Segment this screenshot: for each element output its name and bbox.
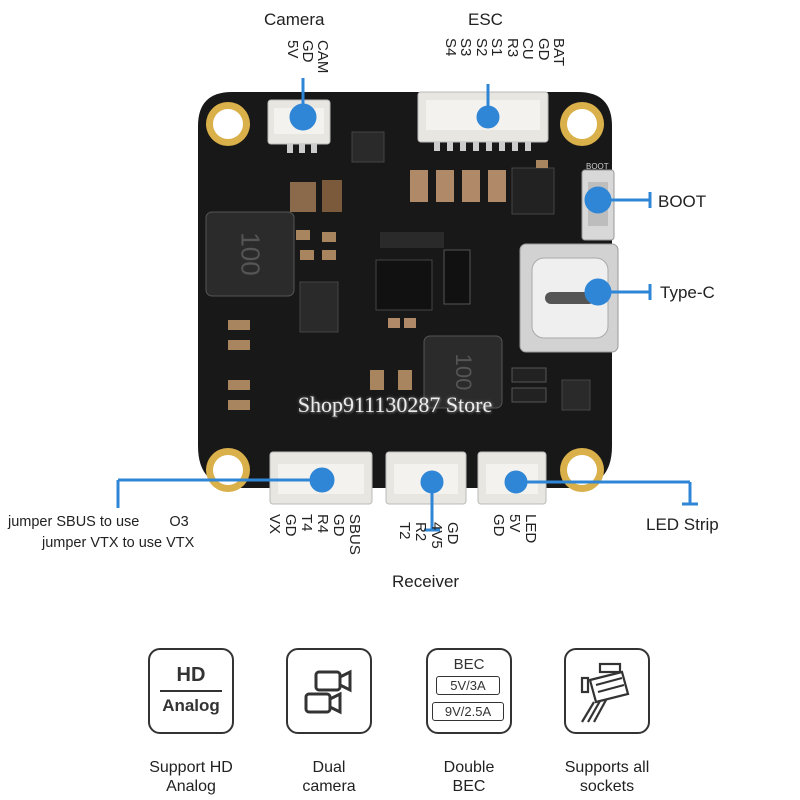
- caption-line: Support HD: [149, 759, 233, 776]
- pin-label-gd: GD: [490, 514, 507, 537]
- jumper-note-1-text: jumper SBUS to use: [8, 514, 140, 530]
- boot-silk-text: BOOT: [586, 162, 609, 171]
- esc-label: ESC: [468, 10, 503, 29]
- pin-label-s3: S3: [457, 38, 474, 57]
- pin-label-gd: GD: [282, 514, 299, 537]
- pin-label-gd: GD: [299, 40, 316, 63]
- analog-text: Analog: [162, 696, 220, 715]
- mount-hole-tl: [206, 102, 250, 146]
- jumper-note-1-suffix: O3: [169, 514, 189, 530]
- receiver-label: Receiver: [392, 572, 460, 591]
- caption-line: camera: [302, 778, 356, 795]
- double-bec-caption: Double BEC: [404, 758, 534, 796]
- pin-label-4v5: 4V5: [428, 522, 445, 549]
- bec-5v-text: 5V/3A: [436, 676, 500, 695]
- mount-hole-bl: [206, 448, 250, 492]
- pin-label-s2: S2: [472, 38, 490, 57]
- pin-label-r2: R2: [412, 522, 429, 542]
- usb-c-port: [519, 243, 619, 353]
- pin-label-vx: VX: [266, 514, 283, 535]
- pin-label-gd: GD: [534, 38, 552, 61]
- caption-line: sockets: [579, 778, 635, 795]
- pin-label-t4: T4: [298, 514, 315, 532]
- camera-label: Camera: [264, 10, 325, 29]
- caption-line: BEC: [452, 778, 486, 795]
- hd-analog-feature: HD Analog: [148, 648, 234, 734]
- inductor-center: [423, 335, 503, 409]
- caption-line: Dual: [312, 759, 346, 776]
- pin-label-bat: BAT: [550, 38, 567, 67]
- inductor-center-text: 100: [451, 353, 476, 391]
- type-c-label: Type-C: [660, 283, 715, 302]
- mount-hole-br: [560, 448, 604, 492]
- pin-label-gd: GD: [444, 522, 461, 545]
- store-watermark: Shop911130287 Store: [297, 392, 493, 417]
- led-strip-label: LED Strip: [646, 515, 719, 534]
- boot-label: BOOT: [658, 192, 707, 211]
- sockets-feature: [564, 648, 650, 734]
- pin-label-r3: R3: [503, 38, 521, 58]
- sockets-caption: Supports all sockets: [542, 758, 672, 796]
- inductor-left: [205, 211, 295, 297]
- pin-label-r4: R4: [314, 514, 331, 534]
- sockets-icon: [580, 662, 630, 723]
- pin-label-cu: CU: [519, 38, 536, 60]
- pin-label-t2: T2: [396, 522, 413, 540]
- bec-9v-text: 9V/2.5A: [432, 702, 504, 721]
- pin-label-led: LED: [522, 514, 539, 544]
- pin-label-cam: CAM: [314, 40, 331, 74]
- mount-hole-tr: [560, 102, 604, 146]
- pin-label-5v: 5V: [506, 514, 523, 533]
- inductor-left-text: 100: [235, 232, 266, 276]
- hd-analog-icon: HD Analog: [150, 650, 232, 732]
- double-bec-icon: BEC 5V/3A 9V/2.5A: [428, 650, 510, 732]
- pin-label-5v: 5V: [284, 40, 301, 59]
- hd-analog-caption: Support HD Analog: [126, 758, 256, 796]
- caption-line: Supports all: [564, 759, 650, 776]
- pin-label-s1: S1: [488, 38, 505, 57]
- jumper-note-1: jumper SBUS to use O3: [8, 514, 189, 530]
- pin-label-gd: GD: [330, 514, 347, 537]
- caption-line: Analog: [166, 778, 216, 795]
- dual-camera-feature: [286, 648, 372, 734]
- caption-line: Double: [443, 759, 495, 776]
- dual-camera-caption: Dual camera: [264, 758, 394, 796]
- double-bec-feature: BEC 5V/3A 9V/2.5A: [426, 648, 512, 734]
- hd-text: HD: [176, 664, 206, 686]
- dual-camera-icon: [304, 669, 352, 715]
- pin-label-sbus: SBUS: [346, 514, 363, 555]
- jumper-note-2: jumper VTX to use VTX: [42, 535, 195, 551]
- pin-label-s4: S4: [441, 38, 459, 57]
- bec-text: BEC: [453, 656, 485, 673]
